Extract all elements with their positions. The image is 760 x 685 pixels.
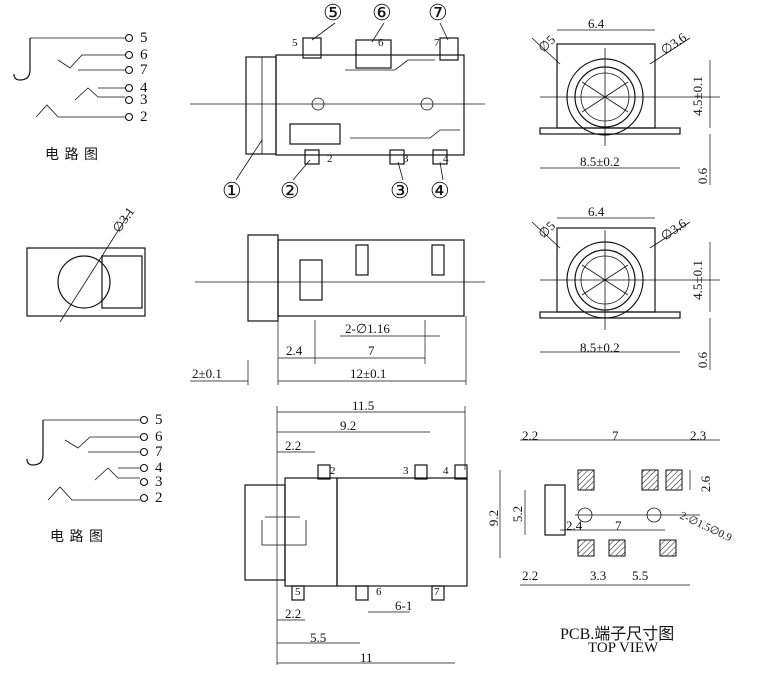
- pin-label: 2: [330, 465, 336, 477]
- dim-label: 2.2: [522, 428, 539, 443]
- pin-label: 6: [376, 586, 382, 598]
- dim-label: 5.5: [310, 630, 327, 645]
- callout-1: ①: [222, 178, 242, 203]
- dim-label: 7: [612, 428, 619, 443]
- pin-label: 4: [443, 465, 449, 477]
- dim-label: 3.3: [590, 568, 607, 583]
- dim-label: 6.4: [588, 204, 605, 219]
- pin-label: 3: [403, 465, 409, 477]
- circuit-pin-label: 7: [140, 62, 148, 78]
- pcb-subcaption: TOP VIEW: [588, 640, 659, 656]
- callout-2: ②: [280, 178, 300, 203]
- dim-label: 2.4: [566, 518, 583, 533]
- dim-label: 7: [368, 343, 375, 358]
- dim-label: 0.6: [695, 167, 711, 185]
- circuit-pin-label: 4: [155, 460, 163, 476]
- callout-6: ⑥: [372, 0, 392, 25]
- dim-label: 11.5: [352, 398, 375, 413]
- circuit-diagram-bottom: [26, 415, 149, 503]
- dim-label: 2.3: [690, 428, 707, 443]
- circuit-caption-top: 电 路 图: [45, 148, 99, 163]
- pin-label: 5: [292, 37, 298, 49]
- circuit-pin-label: 7: [155, 444, 163, 460]
- dim-label: 7: [615, 518, 622, 533]
- circuit-caption-bottom: 电 路 图: [50, 530, 104, 545]
- dim-label: 9.2: [340, 418, 357, 433]
- pin-label: 7: [434, 586, 440, 598]
- circuit-pin-label: 2: [140, 109, 148, 125]
- dim-label: 6-1: [395, 598, 413, 613]
- end-view-left: [26, 211, 146, 323]
- pcb-caption: PCB.端子尺寸图: [560, 626, 675, 643]
- pin-label: 6: [378, 37, 384, 49]
- dim-label: 2.4: [286, 343, 303, 358]
- pcb-footprint: [499, 439, 720, 586]
- dim-label: 5.2: [510, 505, 526, 523]
- dim-label: 2.2: [285, 606, 302, 621]
- dim-label: 2.2: [285, 438, 302, 453]
- dim-label: 12±0.1: [350, 366, 387, 381]
- circuit-pin-label: 5: [140, 30, 148, 46]
- callout-4: ④: [430, 178, 450, 203]
- dim-label: 4.5±0.1: [689, 76, 705, 116]
- dim-label: 11: [360, 650, 373, 665]
- circuit-pin-label: 6: [155, 429, 163, 445]
- pin-label: 2: [327, 153, 333, 165]
- dim-label: 2.6: [698, 475, 714, 493]
- callout-3: ③: [390, 178, 410, 203]
- dim-label: 2±0.1: [192, 366, 222, 381]
- dim-label: 8.5±0.2: [580, 154, 620, 169]
- dim-label: 2-∅1.16: [345, 321, 390, 336]
- front-view: [190, 22, 485, 181]
- side-view: [190, 234, 485, 385]
- dim-label: 9.2: [486, 509, 502, 527]
- dim-label: 0.6: [695, 351, 711, 369]
- dim-label: 6.4: [588, 16, 605, 31]
- dim-label: 8.5±0.2: [580, 340, 620, 355]
- circuit-pin-label: 5: [155, 412, 163, 428]
- bottom-view: [244, 406, 468, 665]
- pin-label: 5: [295, 586, 301, 598]
- pin-label: 3: [403, 153, 409, 165]
- circuit-pin-label: 4: [140, 80, 148, 96]
- circuit-diagram-top: [13, 33, 134, 122]
- end-view-bottom: [531, 217, 720, 370]
- dim-label: 5.5: [632, 568, 649, 583]
- circuit-pin-label: 3: [140, 92, 148, 108]
- circuit-pin-label: 3: [155, 474, 163, 490]
- callout-7: ⑦: [428, 0, 448, 25]
- circuit-pin-label: 6: [140, 47, 148, 63]
- dim-label: 2.2: [522, 568, 539, 583]
- callout-5: ⑤: [323, 0, 343, 25]
- dim-label: 4.5±0.1: [689, 260, 705, 300]
- circuit-pin-label: 2: [155, 490, 163, 506]
- end-view-top: [531, 29, 720, 185]
- pin-label: 7: [434, 37, 440, 49]
- pin-label: 4: [443, 153, 449, 165]
